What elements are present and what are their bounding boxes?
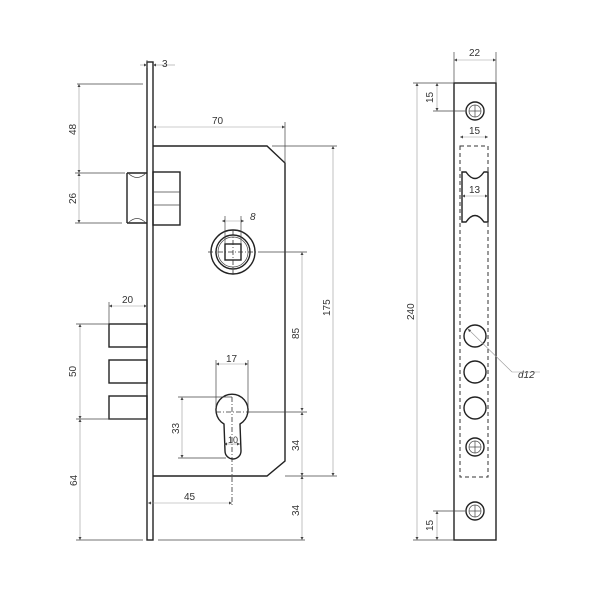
dim-body-height: 175: [322, 299, 333, 316]
front-view: 3 70 48 26 8 20 50 64 17 33 10 45 85 175…: [68, 59, 337, 541]
dim-cylinder-width: 17: [226, 354, 238, 365]
dim-plate-length: 240: [406, 303, 417, 320]
dim-body-depth: 70: [212, 116, 224, 127]
dim-bolt-hole-diameter: d12: [518, 370, 535, 381]
dim-bottom-screw-offset: 15: [425, 519, 436, 531]
screw-hole-top: [465, 101, 485, 121]
dim-deadbolt-span: 50: [68, 365, 79, 377]
dim-top-screw-offset: 15: [425, 91, 436, 103]
dim-cylinder-height: 33: [171, 422, 182, 434]
latch-opening: [461, 171, 489, 223]
bolt-hole: [463, 360, 487, 384]
dim-cylinder-to-bottom: 34: [291, 439, 302, 451]
side-dimensions: [413, 52, 540, 541]
screw-hole-middle: [465, 437, 485, 457]
front-dimensions: [75, 60, 337, 541]
dim-latch-height: 26: [68, 192, 79, 204]
lock-body: [153, 145, 286, 477]
faceplate-side: [453, 82, 497, 541]
side-view: 22 15 13 240 15 15 d12: [406, 48, 540, 541]
dim-center-distance: 85: [291, 327, 302, 339]
dim-top-to-latch: 48: [68, 123, 79, 135]
faceplate: [146, 61, 154, 541]
body-outline-dashed: [459, 145, 489, 478]
dim-bottom-to-deadbolt: 64: [69, 474, 80, 486]
dim-faceplate-thickness: 3: [162, 59, 168, 70]
dim-backset: 45: [184, 492, 196, 503]
dim-deadbolt-projection: 20: [122, 295, 134, 306]
screw-hole-bottom: [465, 501, 485, 521]
bolt-hole: [463, 396, 487, 420]
dim-cylinder-neck: 10: [228, 435, 238, 445]
dim-spindle-square: 8: [250, 212, 256, 223]
deadbolts: [108, 323, 148, 420]
dim-latch-width: 13: [469, 185, 481, 196]
dim-plate-width: 22: [469, 48, 481, 59]
latch-bolt: [126, 171, 181, 226]
bolt-hole: [463, 324, 487, 348]
dim-bottom-to-plate-end: 34: [291, 504, 302, 516]
dim-recess-width: 15: [469, 126, 481, 137]
spindle-hub: [208, 229, 307, 275]
